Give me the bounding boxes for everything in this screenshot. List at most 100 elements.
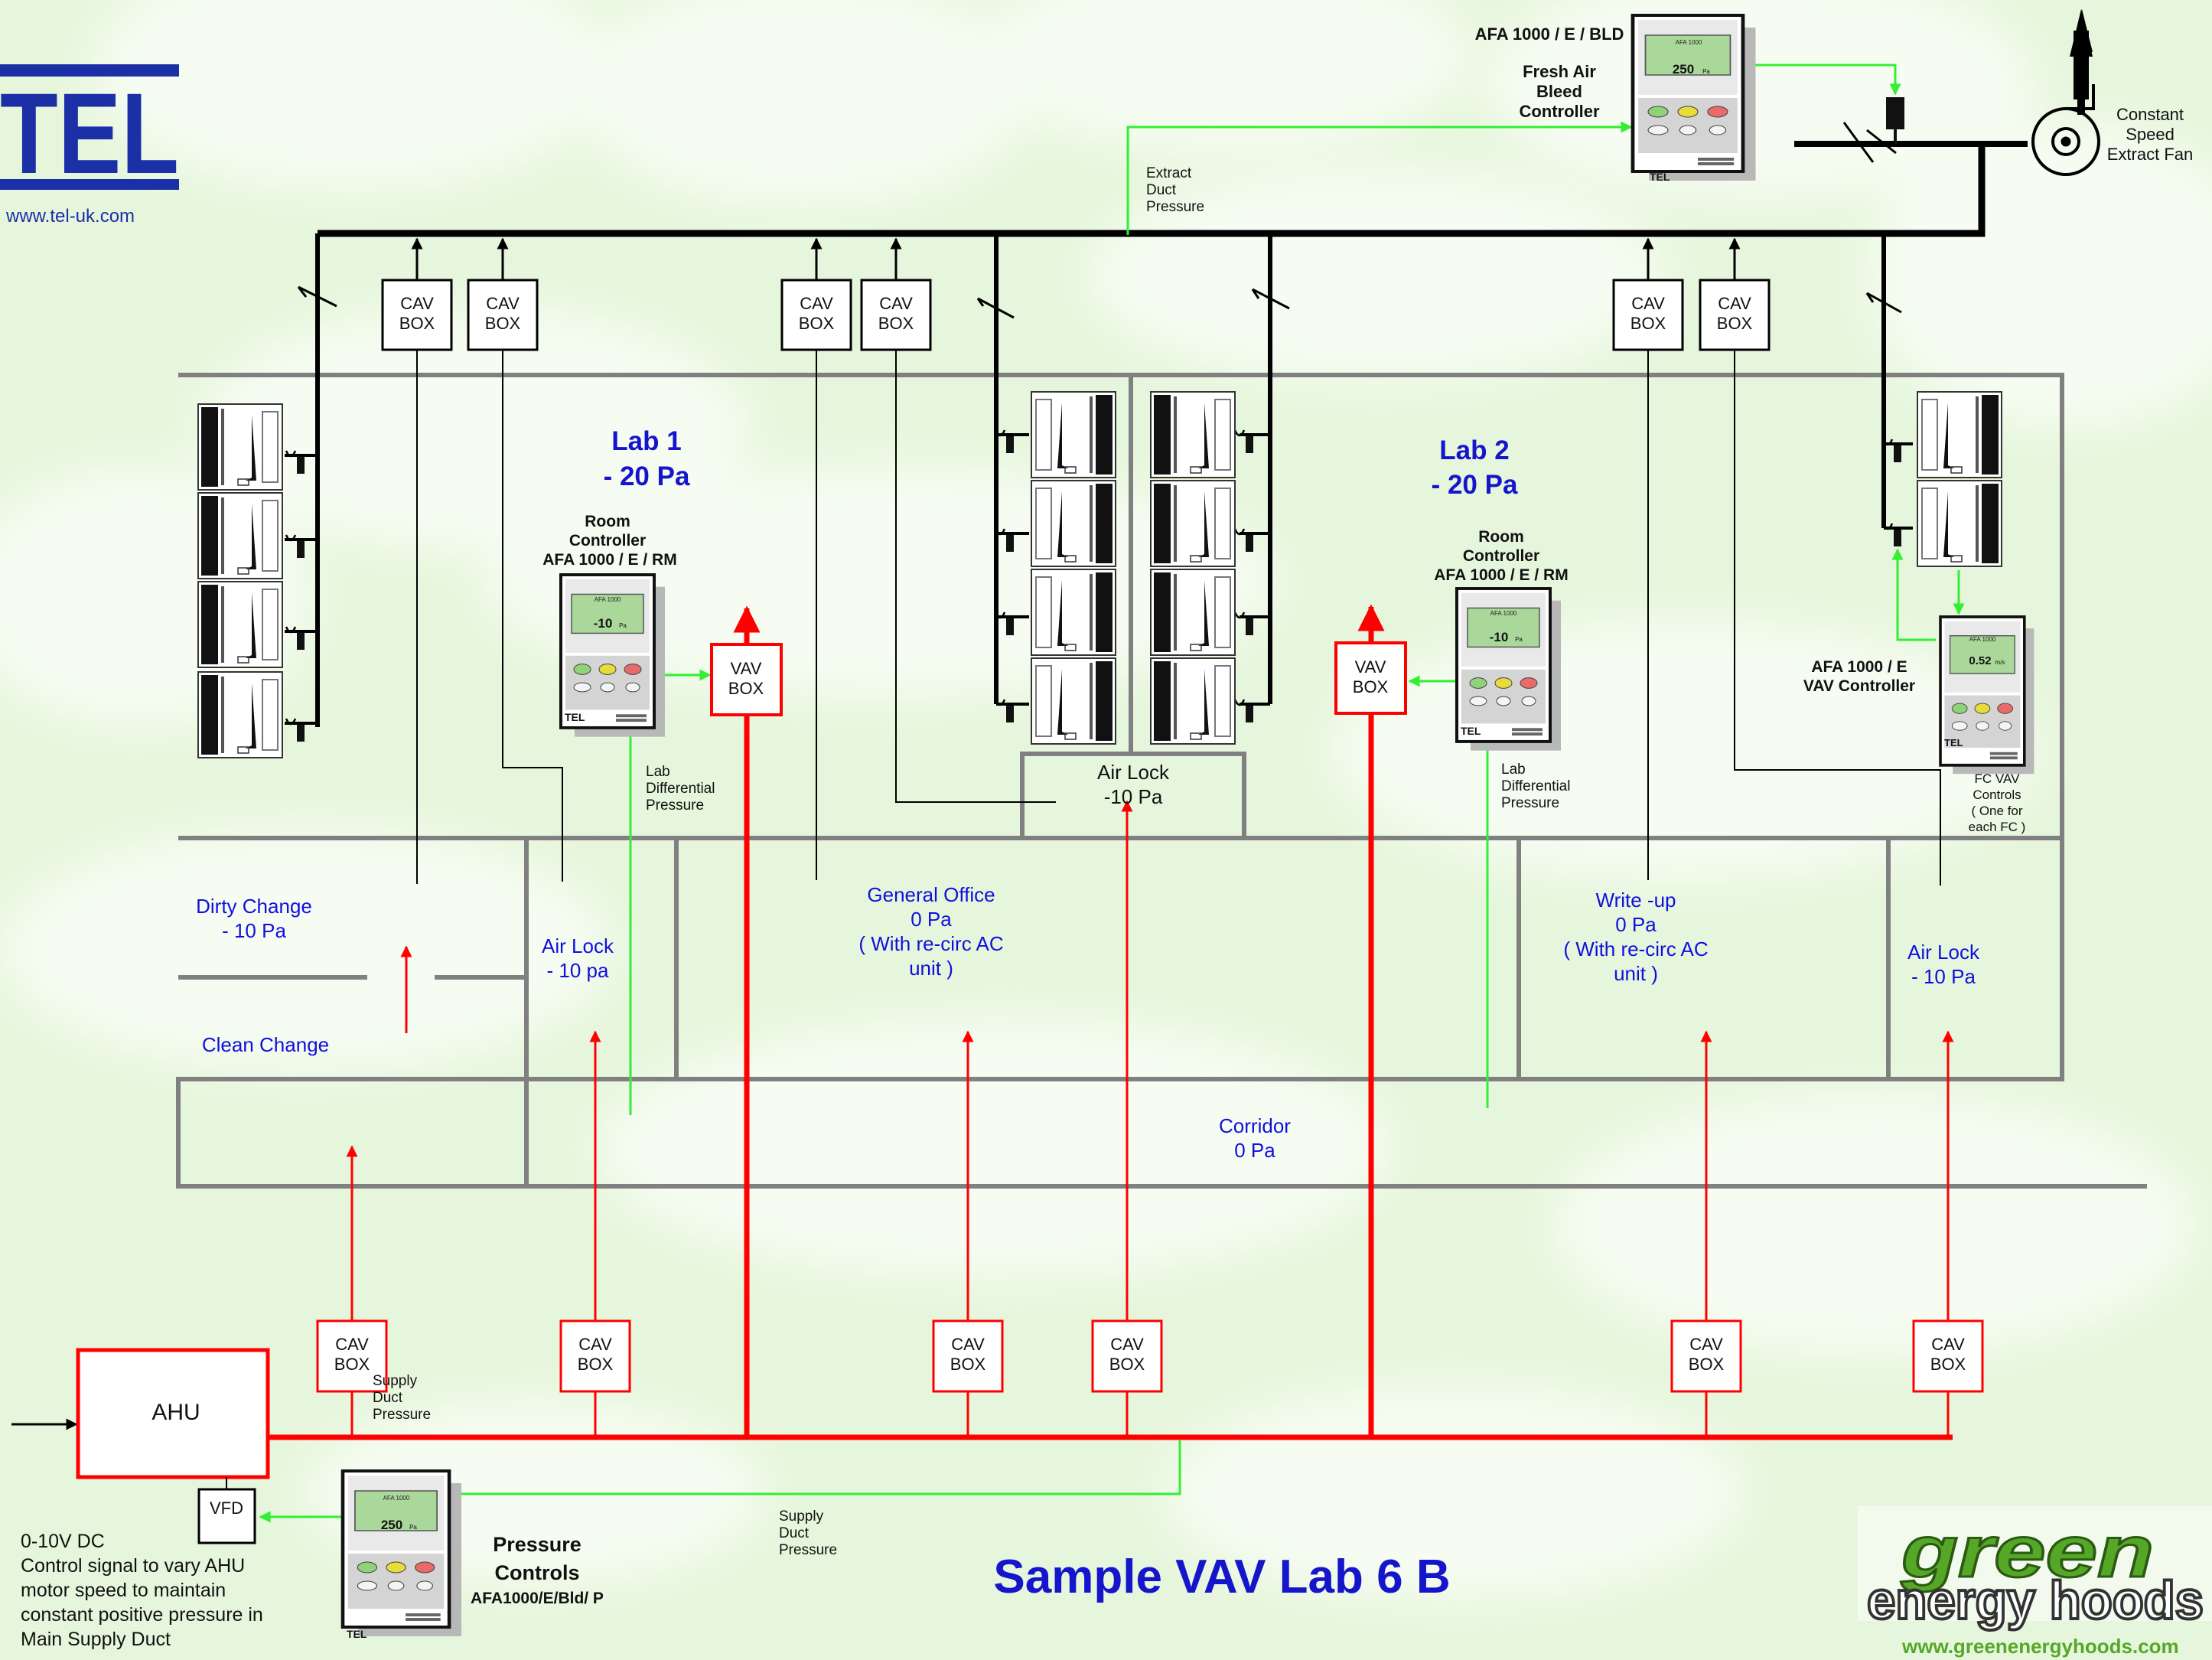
cav-linkages bbox=[11, 237, 1941, 1430]
svg-text:Control signal to vary AHU: Control signal to vary AHU bbox=[21, 1555, 245, 1577]
svg-text:BOX: BOX bbox=[728, 679, 764, 698]
control-signals bbox=[259, 64, 1965, 1523]
svg-text:BOX: BOX bbox=[1109, 1355, 1145, 1374]
green-energy-hoods-logo: green energy hoods www.greenenergyhoods.… bbox=[1858, 1506, 2212, 1658]
svg-text:BOX: BOX bbox=[485, 314, 521, 333]
svg-text:Controller: Controller bbox=[569, 532, 646, 550]
lab1-controller-label: Room Controller AFA 1000 / E / RM bbox=[542, 513, 676, 569]
svg-text:BOX: BOX bbox=[1689, 1355, 1725, 1374]
svg-text:BOX: BOX bbox=[1930, 1355, 1966, 1374]
svg-text:Pressure: Pressure bbox=[1501, 795, 1559, 811]
svg-text:Supply: Supply bbox=[779, 1508, 824, 1525]
bleed-damper-actuator bbox=[1886, 97, 1904, 144]
svg-text:CAV: CAV bbox=[486, 294, 520, 313]
svg-text:CAV: CAV bbox=[1110, 1335, 1144, 1354]
svg-text:Extract: Extract bbox=[1146, 165, 1192, 181]
svg-text:CAV: CAV bbox=[578, 1335, 612, 1354]
svg-text:Pressure: Pressure bbox=[646, 797, 704, 814]
svg-text:250: 250 bbox=[1673, 62, 1694, 77]
svg-text:Differential: Differential bbox=[646, 781, 715, 797]
ahu-control-note: 0-10V DC Control signal to vary AHU moto… bbox=[21, 1531, 263, 1650]
lab2-room-controller-device: AFA 1000 -10 Pa TEL bbox=[1455, 587, 1562, 752]
svg-text:VAV: VAV bbox=[1355, 657, 1386, 677]
svg-text:AFA 1000: AFA 1000 bbox=[383, 1495, 410, 1502]
svg-text:0 Pa: 0 Pa bbox=[911, 908, 952, 931]
svg-text:Room: Room bbox=[585, 513, 630, 530]
svg-text:Pa: Pa bbox=[619, 622, 627, 629]
svg-text:FC VAV: FC VAV bbox=[1975, 771, 2021, 786]
lab1-label: Lab 1 - 20 Pa bbox=[604, 426, 690, 491]
svg-text:AFA 1000 / E / RM: AFA 1000 / E / RM bbox=[542, 551, 676, 569]
svg-text:Controller: Controller bbox=[1463, 547, 1539, 565]
svg-text:AFA 1000 / E / BLD: AFA 1000 / E / BLD bbox=[1475, 24, 1624, 44]
extract-duct-pressure-label: Extract Duct Pressure bbox=[1146, 165, 1204, 215]
svg-text:BOX: BOX bbox=[399, 314, 435, 333]
svg-text:Lab 1: Lab 1 bbox=[611, 426, 681, 456]
svg-text:Room: Room bbox=[1478, 528, 1524, 546]
svg-text:Constant: Constant bbox=[2116, 105, 2184, 124]
svg-text:CAV: CAV bbox=[400, 294, 434, 313]
fresh-air-bleed-controller-device: AFA 1000 250 Pa TEL bbox=[1633, 15, 1755, 183]
svg-text:TEL: TEL bbox=[1944, 737, 1963, 748]
green-logo-word1: green bbox=[1901, 1511, 2154, 1593]
room-general-office: General Office 0 Pa ( With re-circ AC un… bbox=[858, 883, 1003, 980]
svg-text:BOX: BOX bbox=[1717, 314, 1753, 333]
svg-text:- 10 Pa: - 10 Pa bbox=[1911, 965, 1976, 988]
tel-website[interactable]: www.tel-uk.com bbox=[5, 206, 135, 227]
fresh-air-controller-label: AFA 1000 / E / BLD Fresh Air Bleed Contr… bbox=[1475, 24, 1624, 121]
room-airlock-right: Air Lock - 10 Pa bbox=[1907, 941, 1980, 988]
svg-text:BOX: BOX bbox=[1630, 314, 1666, 333]
svg-text:0 Pa: 0 Pa bbox=[1615, 913, 1657, 936]
svg-text:VAV Controller: VAV Controller bbox=[1803, 677, 1915, 695]
vav-controller-device: AFA 1000 0.52 m/s TEL bbox=[1939, 615, 2036, 776]
svg-text:TEL: TEL bbox=[1461, 725, 1481, 737]
svg-text:0.52: 0.52 bbox=[1969, 654, 1991, 667]
svg-text:Controls: Controls bbox=[1973, 788, 2021, 802]
svg-text:- 20 Pa: - 20 Pa bbox=[1432, 470, 1518, 500]
fume-cupboards-lab2 bbox=[1917, 391, 2002, 567]
svg-text:AFA1000/E/Bld/ P: AFA1000/E/Bld/ P bbox=[471, 1590, 604, 1607]
ahu-unit: AHU bbox=[76, 1348, 270, 1479]
svg-text:Duct: Duct bbox=[779, 1525, 810, 1541]
svg-text:constant positive pressure in: constant positive pressure in bbox=[21, 1604, 263, 1626]
fume-cupboards-lab1 bbox=[197, 403, 283, 758]
svg-text:CAV: CAV bbox=[1631, 294, 1665, 313]
svg-text:AFA 1000 / E: AFA 1000 / E bbox=[1811, 658, 1907, 676]
svg-text:VFD: VFD bbox=[210, 1499, 243, 1518]
green-logo-word2: energy hoods bbox=[1867, 1570, 2204, 1630]
svg-text:250: 250 bbox=[381, 1518, 402, 1532]
svg-text:unit ): unit ) bbox=[1614, 962, 1658, 985]
svg-text:Pa: Pa bbox=[1515, 636, 1523, 643]
svg-text:Duct: Duct bbox=[373, 1390, 403, 1406]
svg-text:AFA 1000: AFA 1000 bbox=[1969, 636, 1996, 643]
svg-text:Pressure: Pressure bbox=[493, 1533, 582, 1556]
svg-text:- 10 Pa: - 10 Pa bbox=[222, 919, 286, 942]
svg-text:Air Lock: Air Lock bbox=[1097, 761, 1170, 784]
svg-text:CAV: CAV bbox=[879, 294, 913, 313]
svg-text:Air Lock: Air Lock bbox=[1907, 941, 1980, 964]
lab2-label: Lab 2 - 20 Pa bbox=[1432, 435, 1518, 500]
svg-text:0-10V DC: 0-10V DC bbox=[21, 1531, 105, 1552]
svg-text:CAV: CAV bbox=[1718, 294, 1751, 313]
svg-text:Extract Fan: Extract Fan bbox=[2107, 145, 2193, 164]
svg-text:Lab 2: Lab 2 bbox=[1439, 435, 1509, 465]
svg-text:Controller: Controller bbox=[1519, 102, 1600, 121]
vfd-box: VFD bbox=[197, 1477, 256, 1544]
extract-duct bbox=[285, 122, 2028, 727]
vav-controller-label: AFA 1000 / E VAV Controller bbox=[1803, 658, 1915, 695]
supply-duct-pressure-label-left: Supply Duct Pressure bbox=[373, 1373, 431, 1423]
pressure-controls-device: AFA 1000 250 Pa TEL bbox=[343, 1471, 461, 1640]
svg-text:-10: -10 bbox=[594, 616, 613, 631]
svg-text:( One for: ( One for bbox=[1971, 804, 2022, 818]
svg-text:AFA 1000 / E / RM: AFA 1000 / E / RM bbox=[1434, 566, 1568, 584]
svg-text:Pressure: Pressure bbox=[1146, 199, 1204, 215]
svg-text:Controls: Controls bbox=[495, 1561, 580, 1584]
svg-text:VAV: VAV bbox=[731, 659, 762, 678]
svg-text:BOX: BOX bbox=[950, 1355, 986, 1374]
green-logo-url[interactable]: www.greenenergyhoods.com bbox=[1901, 1635, 2179, 1658]
